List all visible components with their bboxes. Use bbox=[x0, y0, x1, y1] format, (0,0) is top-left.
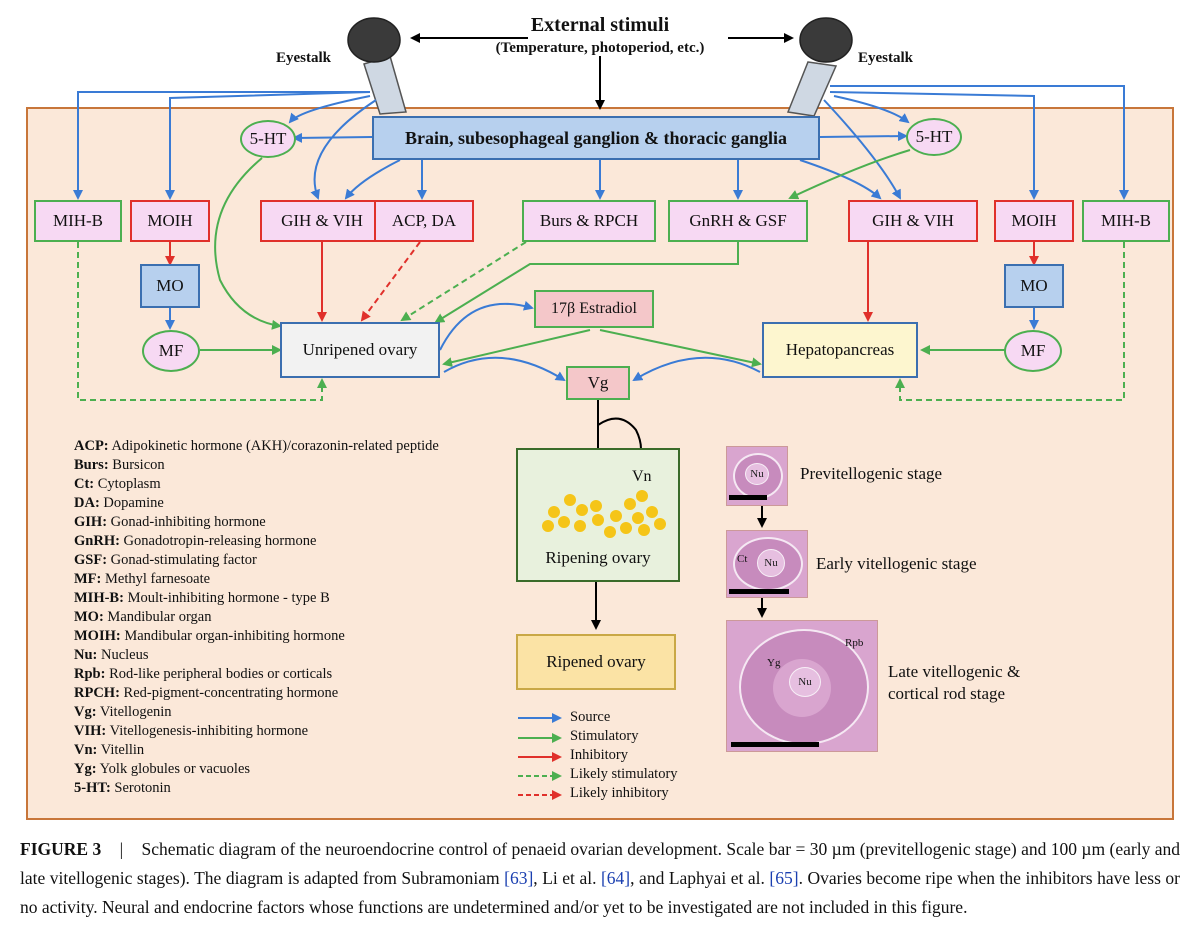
caption-separator: | bbox=[119, 839, 124, 859]
vitellogenin-box: Vg bbox=[566, 366, 630, 400]
legend-lines bbox=[518, 713, 562, 800]
legend-source: Source bbox=[570, 709, 611, 725]
stage-late-label-1: Late vitellogenic & bbox=[888, 662, 1021, 681]
ripening-ovary-box: Vn Ripening ovary bbox=[516, 448, 680, 582]
abbr-mf: MF: Methyl farnesoate bbox=[74, 571, 211, 587]
stage-previtellogenic-label: Previtellogenic stage bbox=[800, 464, 943, 483]
serotonin-right: 5-HT bbox=[906, 118, 962, 156]
diagram-title: External stimuli bbox=[530, 14, 670, 36]
arrow-layer bbox=[73, 17, 1129, 800]
hepatopancreas-box: Hepatopancreas bbox=[762, 322, 918, 378]
eyestalk-right-label: Eyestalk bbox=[858, 50, 914, 66]
caption-text-3: , and Laphyai et al. bbox=[630, 868, 770, 888]
abbr-acp: ACP: Adipokinetic hormone (AKH)/corazoni… bbox=[74, 438, 439, 454]
ref-64[interactable]: [64] bbox=[600, 868, 631, 888]
abbr-rpb: Rpb: Rod-like peripheral bodies or corti… bbox=[74, 666, 333, 682]
eyestalk-right-icon bbox=[786, 17, 853, 117]
eyestalk-left-icon bbox=[347, 17, 407, 115]
caption-text-1: Schematic diagram of the neuroendocrine … bbox=[20, 839, 1180, 888]
abbr-rpch: RPCH: Red-pigment-concentrating hormone bbox=[74, 685, 339, 701]
abbr-burs: Burs: Bursicon bbox=[74, 457, 165, 473]
nucleus-label-3: Nu bbox=[789, 667, 821, 697]
ref-63[interactable]: [63] bbox=[504, 868, 534, 888]
gih-vih-right-box: GIH & VIH bbox=[848, 200, 978, 242]
micrograph-previtellogenic: Nu bbox=[726, 446, 788, 506]
abbr-gnrh: GnRH: Gonadotropin-releasing hormone bbox=[74, 533, 317, 549]
abbr-vg: Vg: Vitellogenin bbox=[74, 704, 172, 720]
figure-caption: FIGURE 3 | Schematic diagram of the neur… bbox=[20, 835, 1180, 922]
mihb-right-box: MIH-B bbox=[1082, 200, 1170, 242]
gih-vih-left-box: GIH & VIH bbox=[260, 200, 384, 242]
eyestalk-left-label: Eyestalk bbox=[276, 50, 332, 66]
acp-da-box: ACP, DA bbox=[374, 200, 474, 242]
diagram-subtitle: (Temperature, photoperiod, etc.) bbox=[495, 40, 705, 56]
yolk-granules bbox=[542, 490, 666, 538]
moih-right-box: MOIH bbox=[994, 200, 1074, 242]
serotonin-left: 5-HT bbox=[240, 120, 296, 158]
stage-early-label: Early vitellogenic stage bbox=[816, 554, 977, 573]
micrograph-early-vitellogenic: Nu Ct bbox=[726, 530, 808, 598]
yolk-label: Yg bbox=[767, 657, 781, 669]
moih-left-box: MOIH bbox=[130, 200, 210, 242]
caption-label: FIGURE 3 bbox=[20, 839, 102, 859]
abbr-yg: Yg: Yolk globules or vacuoles bbox=[74, 761, 251, 777]
gnrh-gsf-box: GnRH & GSF bbox=[668, 200, 808, 242]
cytoplasm-label: Ct bbox=[737, 553, 748, 565]
mo-left-box: MO bbox=[140, 264, 200, 308]
mf-left: MF bbox=[142, 330, 200, 372]
caption-text-4: . Ovaries become ripe when the inhibitor… bbox=[20, 868, 1181, 917]
legend-stimulatory: Stimulatory bbox=[570, 728, 639, 744]
abbr-vn: Vn: Vitellin bbox=[74, 742, 145, 758]
nucleus-label-2: Nu bbox=[757, 549, 785, 577]
abbr-gih: GIH: Gonad-inhibiting hormone bbox=[74, 514, 266, 530]
stage-late-label-2: cortical rod stage bbox=[888, 684, 1006, 703]
micrograph-late-vitellogenic: Nu Yg Rpb bbox=[726, 620, 878, 752]
abbr-5ht: 5-HT: Serotonin bbox=[74, 780, 171, 796]
abbr-ct: Ct: Cytoplasm bbox=[74, 476, 161, 492]
vitellin-label: Vn bbox=[632, 468, 652, 485]
caption-text-2: , Li et al. bbox=[533, 868, 601, 888]
abbr-vih: VIH: Vitellogenesis-inhibiting hormone bbox=[74, 723, 309, 739]
abbr-da: DA: Dopamine bbox=[74, 495, 164, 511]
ref-65[interactable]: [65] bbox=[769, 868, 799, 888]
abbr-gsf: GSF: Gonad-stimulating factor bbox=[74, 552, 257, 568]
rpb-label: Rpb bbox=[845, 637, 864, 649]
mf-right: MF bbox=[1004, 330, 1062, 372]
ripened-ovary-box: Ripened ovary bbox=[516, 634, 676, 690]
legend-inhibitory: Inhibitory bbox=[570, 747, 628, 763]
ripening-ovary-label: Ripening ovary bbox=[545, 548, 651, 567]
brain-box: Brain, subesophageal ganglion & thoracic… bbox=[372, 116, 820, 160]
abbr-mo: MO: Mandibular organ bbox=[74, 609, 212, 625]
mo-right-box: MO bbox=[1004, 264, 1064, 308]
estradiol-box: 17β Estradiol bbox=[534, 290, 654, 328]
nucleus-label-1: Nu bbox=[745, 463, 769, 485]
legend-likely-stimulatory: Likely stimulatory bbox=[570, 766, 678, 782]
mihb-left-box: MIH-B bbox=[34, 200, 122, 242]
legend-likely-inhibitory: Likely inhibitory bbox=[570, 785, 669, 801]
burs-rpch-box: Burs & RPCH bbox=[522, 200, 656, 242]
unripened-ovary-box: Unripened ovary bbox=[280, 322, 440, 378]
abbr-nu: Nu: Nucleus bbox=[74, 647, 149, 663]
abbr-moih: MOIH: Mandibular organ-inhibiting hormon… bbox=[74, 628, 345, 644]
abbr-mihb: MIH-B: Moult-inhibiting hormone - type B bbox=[74, 590, 330, 606]
